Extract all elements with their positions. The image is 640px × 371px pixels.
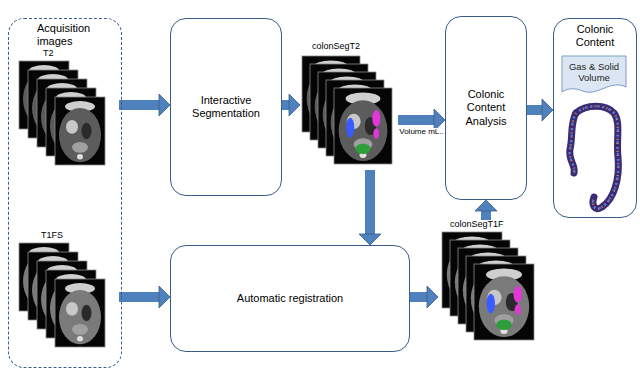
colon-segment [373, 128, 379, 139]
mri-image [55, 97, 105, 165]
arrow-head [475, 200, 497, 211]
image-stack [438, 220, 548, 344]
block-arrow [527, 99, 553, 121]
document-node: Gas & Solid Volume [561, 55, 627, 95]
arrow-head [159, 286, 170, 308]
image-stack-node: colonSegT1F [438, 220, 548, 344]
colon-texture [570, 113, 576, 173]
arrow-shaft [410, 292, 427, 302]
process-box: Colonic Content Analysis [445, 16, 527, 200]
input-group: Acquisition imagesT2T1FS [8, 18, 122, 368]
mri-slice [334, 88, 392, 164]
image-label: T2 [43, 49, 54, 59]
mri-slice [55, 279, 105, 347]
mri-image [474, 264, 534, 340]
block-arrow [282, 94, 300, 116]
mri-spine [77, 336, 83, 341]
colon-texture [570, 113, 576, 173]
process-box: Automatic registration [170, 245, 410, 352]
edge-label: Volume mL.. [398, 128, 444, 137]
mri-body [339, 100, 388, 161]
colon-segment [514, 286, 522, 303]
mri-body [479, 276, 529, 337]
image-label: T1FS [41, 231, 63, 241]
block-arrow [398, 109, 445, 131]
mri-organ [82, 305, 92, 321]
image-label: colonSegT1F [450, 220, 504, 230]
node-label: Colonic Content Analysis [452, 88, 520, 128]
arrow-head [359, 234, 381, 245]
mri-image [55, 279, 105, 347]
mri-organ [66, 302, 78, 316]
colon-illustration [562, 99, 628, 215]
arrow-shaft [282, 100, 289, 110]
mri-slice [55, 97, 105, 165]
image-stack [15, 231, 119, 355]
arrow-shaft [119, 100, 159, 110]
arrow-head [542, 99, 553, 121]
colon-segment [487, 294, 495, 314]
block-arrow [119, 286, 170, 308]
mri-organ [82, 123, 92, 139]
block-arrow [410, 286, 438, 308]
node-label: Gas & Solid Volume [565, 61, 623, 84]
colon-tube [576, 106, 618, 208]
arrow-head [159, 94, 170, 116]
arrow-head [427, 286, 438, 308]
mri-image [334, 88, 392, 164]
colon-segment [372, 110, 380, 127]
arrow-head [289, 94, 300, 116]
arrow-head [434, 109, 445, 131]
mri-organ [66, 120, 78, 134]
block-arrow [119, 94, 170, 116]
image-stack-node: T1FS [15, 231, 119, 355]
colon-segment [355, 143, 370, 154]
image-stack [300, 42, 398, 170]
process-box: Interactive Segmentation [170, 18, 282, 196]
node-label: Automatic registration [237, 292, 343, 305]
node-label: Acquisition images [37, 22, 109, 48]
arrow-shaft [398, 115, 434, 125]
block-arrow [475, 200, 497, 220]
arrow-shaft [119, 292, 159, 302]
colon-texture [576, 106, 618, 208]
mri-organ [72, 142, 88, 153]
mri-body [59, 290, 101, 344]
output-panel: Colonic ContentGas & Solid Volume [553, 18, 637, 218]
image-stack [15, 49, 119, 173]
node-label: Interactive Segmentation [177, 94, 275, 120]
arrow-shaft [365, 170, 375, 234]
colon-segment [515, 304, 521, 315]
colon-segment [496, 319, 512, 330]
image-stack-node: T2 [15, 49, 119, 173]
arrow-shaft [481, 211, 491, 220]
image-label: colonSegT2 [312, 42, 360, 52]
arrow-shaft [527, 105, 542, 115]
block-arrow [359, 170, 381, 245]
node-label: Colonic Content [560, 23, 630, 49]
colon-segment [346, 118, 354, 138]
document-outline [562, 56, 626, 92]
mri-body [59, 108, 101, 162]
colon-tube [570, 113, 576, 173]
mri-spine [77, 154, 83, 159]
colon-texture [576, 106, 618, 208]
image-stack-node: colonSegT2 [300, 42, 398, 170]
mri-organ [72, 324, 88, 335]
mri-slice [474, 264, 534, 340]
